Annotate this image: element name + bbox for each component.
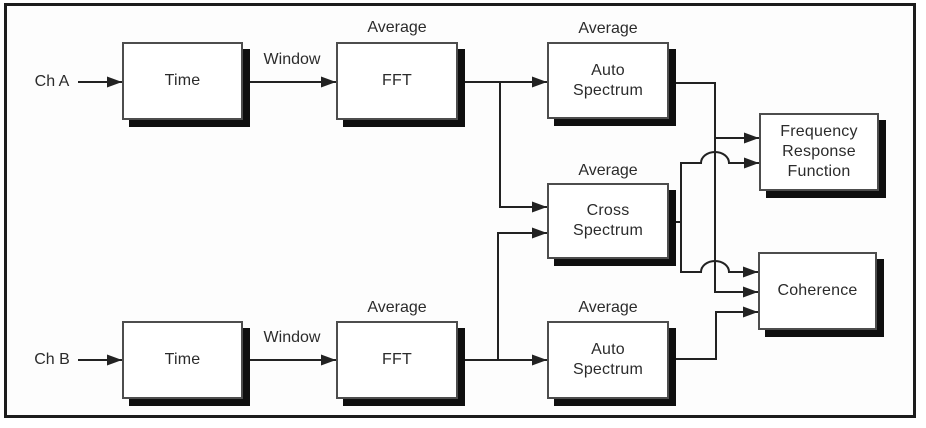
block-label: Auto	[591, 61, 625, 79]
block-label: Spectrum	[572, 81, 644, 99]
block-auto-spectrum-a: Auto Spectrum	[547, 42, 669, 119]
block-time-b: Time	[122, 321, 243, 399]
block-fft-b: FFT	[336, 321, 458, 399]
block-frequency-response-function: Frequency Response Function	[759, 113, 879, 191]
label-window-top: Window	[263, 51, 321, 68]
wire-auto-spectrum-a-to-frf	[669, 82, 759, 144]
label-average-fft-a: Average	[367, 19, 427, 36]
label-average-fft-b: Average	[367, 299, 427, 316]
label-channel-a: Ch A	[34, 73, 70, 90]
block-label: Auto	[591, 341, 625, 358]
label-average-auto-spectrum-a: Average	[578, 20, 638, 37]
label-channel-b: Ch B	[34, 351, 70, 368]
block-label: Cross	[586, 202, 630, 219]
block-fft-a: FFT	[336, 42, 458, 120]
wire-auto-spectrum-b-to-coherence	[669, 306, 758, 360]
block-label: Time	[164, 72, 201, 89]
label-window-bottom: Window	[263, 329, 321, 346]
block-label: Time	[164, 351, 201, 368]
wire-auto-spectrum-a-to-coherence	[714, 138, 758, 298]
block-label: Spectrum	[572, 361, 644, 378]
wire-cross-spectrum-to-frf	[680, 151, 759, 222]
block-label: Response	[782, 143, 856, 160]
label-average-cross-spectrum: Average	[578, 162, 638, 179]
block-cross-spectrum: Cross Spectrum	[547, 183, 669, 259]
block-coherence: Coherence	[758, 252, 877, 330]
block-label: Coherence	[777, 282, 858, 299]
wire-fft-b-to-cross-spectrum	[497, 227, 547, 360]
block-label: Function	[787, 163, 851, 180]
block-label: FFT	[382, 72, 412, 89]
block-auto-spectrum-b: Auto Spectrum	[547, 321, 669, 399]
block-label: Frequency	[780, 123, 858, 140]
block-label: FFT	[382, 351, 412, 368]
block-time-a: Time	[122, 42, 243, 120]
label-average-auto-spectrum-b: Average	[578, 299, 638, 316]
block-label: Spectrum	[572, 222, 644, 239]
wire-cross-spectrum-to-coherence	[680, 222, 758, 278]
wire-fft-a-to-cross-spectrum	[499, 82, 547, 213]
